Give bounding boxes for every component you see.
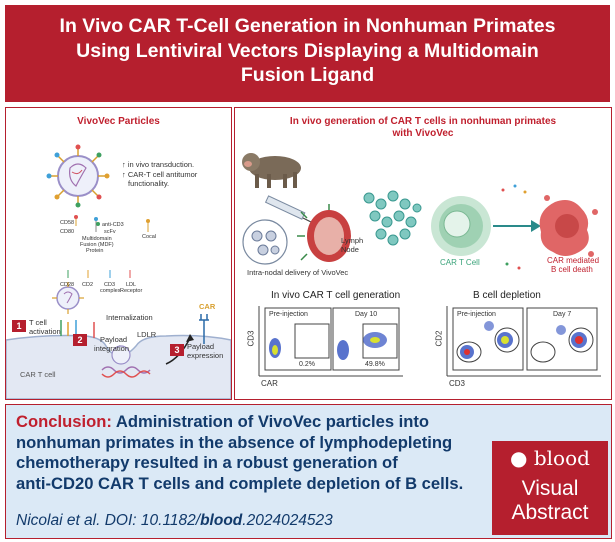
title-line-2: Using Lentiviral Vectors Displaying a Mu… (76, 39, 539, 62)
blood-logo: ● blood (492, 446, 608, 470)
blood-logo-text: blood (533, 446, 590, 470)
conclusion-line-4: anti-CD20 CAR T cells and complete deple… (16, 473, 464, 493)
car-t-cell-icon (431, 196, 491, 256)
legend-cocal: Cocal (142, 234, 157, 240)
conclusion-line-2: nonhuman primates in the absence of lymp… (16, 432, 453, 452)
lymph-label-1: Lymph (341, 236, 364, 245)
b-cell-death-label-1: CAR mediated (547, 256, 600, 265)
panel-title-generation-1: In vivo generation of CAR T cells in non… (289, 116, 557, 127)
step-1-badge: 1 (12, 320, 26, 332)
car-generation-plot-title: In vivo CAR T cell generation (271, 290, 401, 301)
car-plot-ylabel: CD3 (246, 330, 256, 347)
b-plot-panel-2-label: Day 7 (553, 311, 572, 318)
virus-small-icon (52, 282, 84, 314)
citation-prefix: Nicolai et al. DOI: 10.1182/ (16, 512, 201, 529)
car-plot-panel-2-label: Day 10 (355, 311, 378, 318)
step-3-label-1: Payload (187, 342, 215, 351)
legend-mdf-2: Fusion (MDF) (80, 242, 114, 248)
b-plot-events (460, 321, 587, 359)
b-depletion-plot-title: B cell depletion (473, 290, 541, 301)
panel-title-particles: VivoVec Particles (77, 116, 160, 127)
conclusion-lead: Conclusion: (16, 412, 112, 431)
citation-journal: blood (200, 512, 243, 529)
particle-cluster-icon (363, 190, 422, 246)
flow-plots (258, 306, 601, 377)
badge-line-2: Abstract (511, 501, 589, 524)
step-2-badge: 2 (73, 334, 87, 346)
legend-ldl: LDL (126, 282, 137, 288)
b-cell-death-label-2: B cell death (551, 265, 593, 274)
legend-anti-cd3: anti-CD3 (102, 222, 124, 228)
legend-cd2: CD2 (82, 282, 94, 288)
page-title: In Vivo CAR T-Cell Generation in Nonhuma… (5, 14, 610, 88)
generation-illustration (242, 153, 598, 270)
ldlr-label: LDLR (137, 330, 157, 339)
benefit-transduction: ↑ in vivo transduction. (122, 160, 195, 169)
b-plot-frame (446, 306, 601, 377)
dying-b-cell-icon (539, 195, 598, 257)
step-3-badge: 3 (170, 344, 184, 356)
legend-mdf-3: Protein (86, 248, 104, 254)
step-2-label-1: Payload (100, 335, 128, 344)
step-2-label-2: integration (94, 344, 130, 353)
b-plot-ylabel: CD2 (434, 330, 444, 347)
badge-line-1: Visual (521, 477, 579, 500)
visual-abstract-badge: ● blood Visual Abstract (492, 441, 608, 535)
delivery-label: Intra-nodal delivery of VivoVec (247, 268, 349, 277)
car-label: CAR (199, 302, 216, 311)
membrane-receptors-icon (60, 314, 209, 344)
legend-cd58: CD58 (60, 220, 75, 226)
conclusion-text: Conclusion: Administration of VivoVec pa… (16, 412, 486, 494)
conclusion-line-1: Administration of VivoVec particles into (115, 412, 430, 431)
car-plot-panel-1-label: Pre-injection (269, 311, 308, 318)
step-3-label-2: expression (187, 351, 224, 360)
vivovec-particles-panel: VivoVec Particles (5, 107, 232, 400)
panel-title-generation-2: with VivoVec (392, 128, 454, 139)
endosome-icon (111, 345, 131, 365)
macaque-icon (242, 153, 301, 188)
title-line-1: In Vivo CAR T-Cell Generation in Nonhuma… (59, 15, 556, 37)
car-plot-events (269, 332, 387, 360)
virus-particle-icon (46, 144, 110, 208)
lymph-label-2: Node (341, 245, 359, 254)
legend-cd28: CD28 (60, 282, 75, 288)
vivovec-inset-icon (242, 219, 288, 265)
citation-suffix: .2024024523 (242, 512, 333, 529)
legend-mdf-1: Multidomain (82, 236, 112, 242)
car-plot-percent-2: 49.8% (365, 361, 385, 368)
legend-scfv: scFv (104, 229, 116, 235)
car-plot-percent-1: 0.2% (299, 361, 315, 368)
car-plot-xlabel: CAR (261, 379, 278, 388)
targeting-arrow (493, 184, 541, 270)
legend-cd80: CD80 (60, 229, 75, 235)
title-banner: In Vivo CAR T-Cell Generation in Nonhuma… (5, 5, 610, 102)
step-1-label-1: T cell (29, 318, 47, 327)
b-plot-panel-1-label: Pre-injection (457, 311, 496, 318)
benefit-functionality-2: functionality. (128, 179, 170, 188)
car-t-cell-label: CAR T cell (20, 370, 56, 379)
title-line-3: Fusion Ligand (240, 64, 375, 86)
conclusion-line-3: chemotherapy resulted in a robust genera… (16, 453, 398, 472)
benefit-functionality-1: ↑ CAR-T cell antitumor (122, 170, 198, 179)
drop-icon: ● (510, 446, 528, 470)
dna-icon (101, 366, 151, 374)
conclusion-box: Conclusion: Administration of VivoVec pa… (5, 404, 612, 539)
in-vivo-generation-panel: In vivo generation of CAR T cells in non… (234, 107, 612, 400)
lymph-node-icon (297, 204, 351, 262)
step-1-label-2: activation (29, 327, 61, 336)
legend-cd3: CD3 (104, 282, 116, 288)
protein-legend-icons (67, 215, 150, 278)
internalization-label: Internalization (106, 313, 153, 322)
car-t-cell-caption: CAR T Cell (440, 258, 480, 267)
citation: Nicolai et al. DOI: 10.1182/blood.202402… (16, 512, 333, 530)
b-plot-xlabel: CD3 (449, 379, 466, 388)
legend-ldl-receptor: Receptor (120, 288, 143, 294)
legend-cd3-complex: complex (100, 288, 121, 294)
